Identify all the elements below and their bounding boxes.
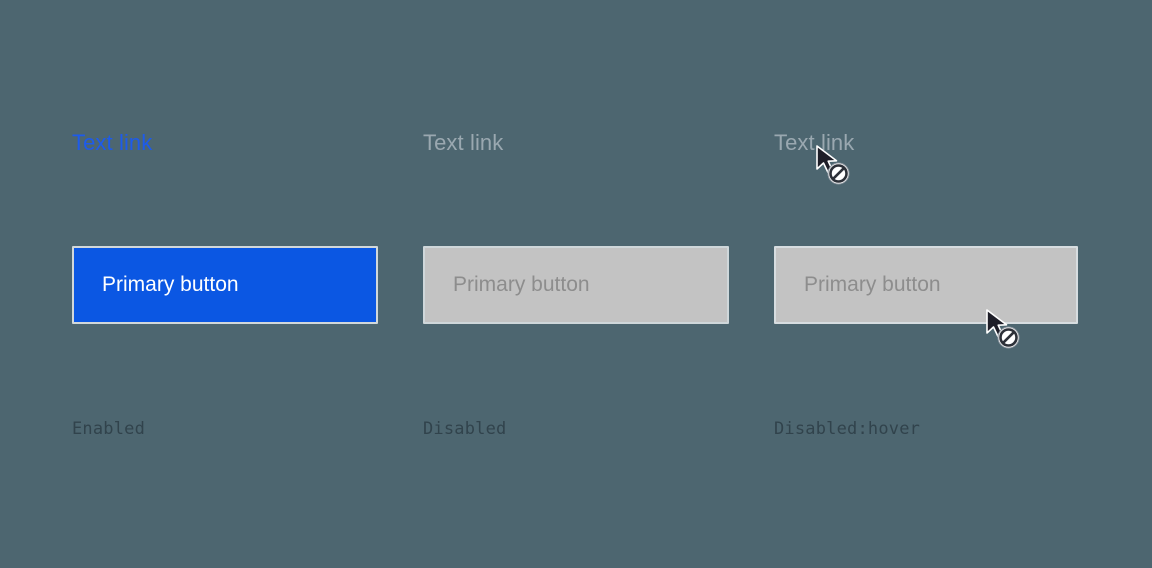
state-column-disabled-hover: Text link Primary button Disabled:hover <box>774 0 1078 568</box>
primary-button-disabled: Primary button <box>423 246 729 324</box>
text-link-enabled[interactable]: Text link <box>72 130 153 155</box>
text-link-disabled-hover: Text link <box>774 130 855 155</box>
primary-button-disabled-hover-label: Primary button <box>804 273 941 296</box>
text-link-disabled: Text link <box>423 130 504 155</box>
caption-enabled: Enabled <box>72 419 146 439</box>
state-column-enabled: Text link Primary button Enabled <box>72 0 378 568</box>
caption-disabled-hover: Disabled:hover <box>774 419 921 439</box>
primary-button-enabled[interactable]: Primary button <box>72 246 378 324</box>
primary-button-disabled-hover: Primary button <box>774 246 1078 324</box>
caption-disabled: Disabled <box>423 419 507 439</box>
primary-button-enabled-label: Primary button <box>102 273 239 296</box>
state-column-disabled: Text link Primary button Disabled <box>423 0 729 568</box>
primary-button-disabled-label: Primary button <box>453 273 590 296</box>
